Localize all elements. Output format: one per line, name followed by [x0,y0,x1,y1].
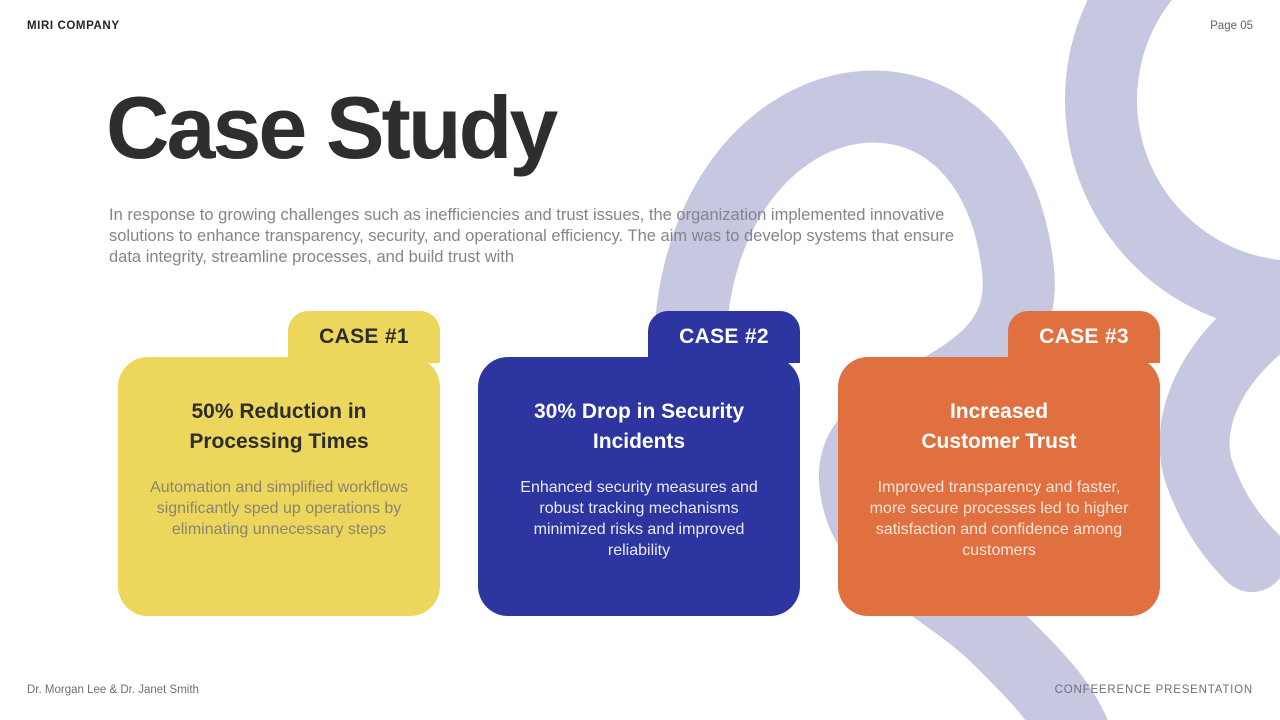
footer-presentation-label: CONFEERENCE PRESENTATION [1054,684,1253,696]
footer-authors: Dr. Morgan Lee & Dr. Janet Smith [27,684,199,696]
intro-paragraph: In response to growing challenges such a… [109,206,955,266]
case-card-3: CASE #3 Increased Customer Trust Improve… [838,311,1160,616]
company-name: MIRI COMPANY [27,20,120,32]
case-card-3-heading: Increased Customer Trust [921,400,1077,453]
case-card-1-text: Automation and simplified workflows sign… [150,479,408,538]
case-card-2: CASE #2 30% Drop in Security Incidents E… [478,311,800,616]
case-card-2-tab: CASE #2 [648,311,800,363]
case-card-1-heading: 50% Reduction in Processing Times [189,400,369,453]
case-card-2-heading: 30% Drop in Security Incidents [533,400,745,453]
swirl-tail-right [1159,269,1280,592]
case-card-2-body: 30% Drop in Security Incidents Enhanced … [478,357,800,616]
case-card-3-text: Improved transparency and faster, more s… [869,479,1129,559]
case-card-1-body: 50% Reduction in Processing Times Automa… [118,357,440,616]
swirl-ring-top-right [1065,0,1280,333]
case-card-2-text: Enhanced security measures and robust tr… [520,479,758,559]
case-card-3-body: Increased Customer Trust Improved transp… [838,357,1160,616]
case-card-3-tab: CASE #3 [1008,311,1160,363]
case-card-1: CASE #1 50% Reduction in Processing Time… [118,311,440,616]
page-number: Page 05 [1210,20,1253,32]
page-title: Case Study [106,78,558,177]
case-card-1-tab: CASE #1 [288,311,440,363]
